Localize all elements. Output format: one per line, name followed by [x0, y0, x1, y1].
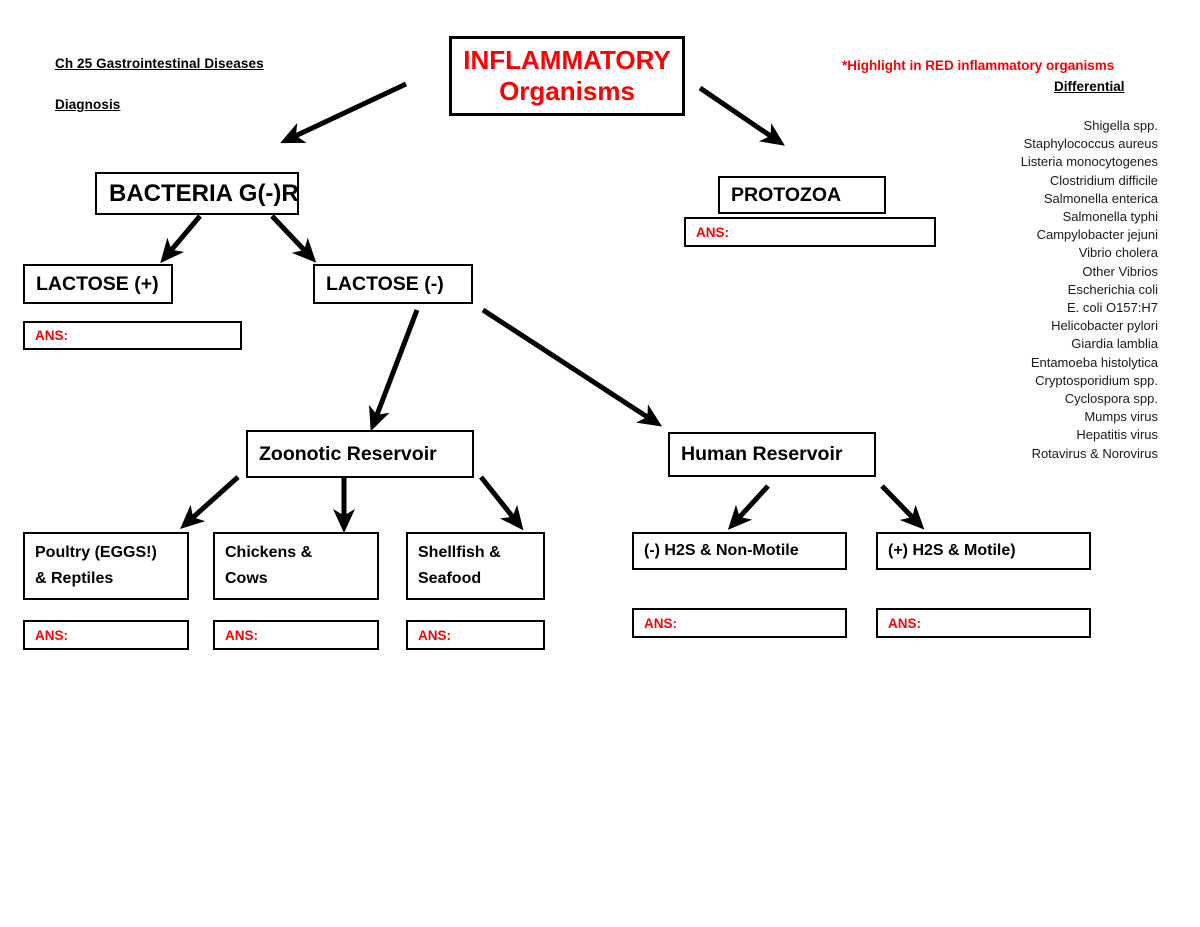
list-item: Salmonella enterica [1043, 190, 1158, 206]
diagnosis-heading: Diagnosis [55, 97, 121, 112]
arrow-title-to-protozoa [698, 85, 785, 146]
ans-box-h2s-negative[interactable]: ANS: [632, 608, 847, 638]
node-zoonotic-reservoir-label: Zoonotic Reservoir [259, 442, 437, 465]
ans-box-shellfish-seafood[interactable]: ANS: [406, 620, 545, 650]
node-shellfish-seafood[interactable]: Shellfish & Seafood [406, 532, 545, 600]
arrow-title-to-bacteria [280, 81, 408, 144]
node-bacteria-label: BACTERIA G(-)R [109, 179, 299, 207]
node-lactose-positive[interactable]: LACTOSE (+) [23, 264, 173, 304]
arrow-bacteria-to-lactose-pos [160, 214, 202, 264]
node-shellfish-seafood-line-1: Shellfish & [418, 544, 501, 561]
arrow-human-to-h2s-pos [880, 484, 925, 530]
ans-box-lactose-positive[interactable]: ANS: [23, 321, 242, 350]
ans-box-chickens-cows[interactable]: ANS: [213, 620, 379, 650]
title-line-1: INFLAMMATORY [463, 45, 671, 75]
ans-label: ANS: [696, 224, 729, 240]
node-protozoa[interactable]: PROTOZOA [718, 176, 886, 214]
list-item: Clostridium difficile [1049, 172, 1158, 188]
arrow-zoonotic-to-shellfish [479, 475, 524, 531]
list-item: Entamoeba histolytica [1030, 354, 1158, 370]
highlight-note: *Highlight in RED inflammatory organisms [842, 58, 1115, 73]
arrow-zoonotic-to-poultry [180, 475, 240, 530]
ans-label: ANS: [35, 328, 68, 343]
node-zoonotic-reservoir[interactable]: Zoonotic Reservoir [246, 430, 474, 478]
node-shellfish-seafood-line-2: Seafood [418, 570, 482, 587]
list-item: Hepatitis virus [1076, 427, 1158, 443]
list-item: Shigella spp. [1083, 118, 1158, 133]
list-item: Vibrio cholera [1078, 245, 1158, 261]
list-item: Salmonella typhi [1062, 209, 1158, 225]
ans-box-h2s-positive[interactable]: ANS: [876, 608, 1091, 638]
arrow-lactose-neg-to-human [481, 307, 663, 427]
list-item: Staphylococcus aureus [1023, 136, 1158, 152]
list-item: Mumps virus [1084, 409, 1158, 425]
differential-title: Differential [1054, 79, 1125, 94]
ans-label: ANS: [35, 627, 68, 643]
node-chickens-cows[interactable]: Chickens & Cows [213, 532, 379, 600]
node-chickens-cows-line-2: Cows [225, 570, 268, 587]
arrow-lactose-neg-to-zoonotic [369, 309, 420, 432]
node-poultry-line-2: & Reptiles [35, 570, 114, 587]
list-item: Cryptosporidium spp. [1035, 372, 1158, 388]
ans-label: ANS: [888, 615, 921, 631]
list-item: Rotavirus & Norovirus [1031, 445, 1158, 461]
node-poultry[interactable]: Poultry (EGGS!) & Reptiles [23, 532, 189, 600]
node-lactose-negative-label: LACTOSE (-) [326, 272, 444, 295]
list-item: Cyclospora spp. [1064, 391, 1158, 407]
list-item: Helicobacter pylori [1051, 318, 1158, 334]
node-bacteria[interactable]: BACTERIA G(-)R [95, 172, 299, 215]
node-h2s-positive-label: (+) H2S & Motile) [888, 542, 1016, 559]
chapter-heading: Ch 25 Gastrointestinal Diseases [55, 56, 264, 71]
arrow-human-to-h2s-neg [727, 484, 770, 530]
differential-list: Shigella spp. Staphylococcus aureus List… [900, 117, 1158, 463]
node-human-reservoir-label: Human Reservoir [681, 443, 843, 465]
list-item: Other Vibrios [1082, 263, 1158, 279]
ans-label: ANS: [418, 627, 451, 643]
ans-box-protozoa[interactable]: ANS: [684, 217, 936, 247]
list-item: Escherichia coli [1067, 281, 1158, 297]
list-item: Giardia lamblia [1071, 336, 1158, 352]
node-poultry-line-1: Poultry (EGGS!) [35, 544, 157, 561]
node-protozoa-label: PROTOZOA [731, 183, 842, 206]
title-line-2: Organisms [499, 76, 635, 106]
ans-label: ANS: [644, 615, 677, 631]
list-item: Listeria monocytogenes [1020, 154, 1158, 170]
arrow-bacteria-to-lactose-neg [270, 214, 317, 263]
ans-box-poultry[interactable]: ANS: [23, 620, 189, 650]
node-lactose-negative[interactable]: LACTOSE (-) [313, 264, 473, 304]
node-h2s-negative-label: (-) H2S & Non-Motile [644, 542, 799, 559]
title-box: INFLAMMATORY Organisms [449, 36, 685, 116]
list-item: E. coli O157:H7 [1066, 300, 1158, 316]
node-human-reservoir[interactable]: Human Reservoir [668, 432, 876, 477]
ans-label: ANS: [225, 627, 258, 643]
list-item: Campylobacter jejuni [1036, 227, 1158, 243]
node-h2s-positive[interactable]: (+) H2S & Motile) [876, 532, 1091, 570]
node-h2s-negative[interactable]: (-) H2S & Non-Motile [632, 532, 847, 570]
node-chickens-cows-line-1: Chickens & [225, 544, 313, 561]
node-lactose-positive-label: LACTOSE (+) [36, 272, 159, 295]
